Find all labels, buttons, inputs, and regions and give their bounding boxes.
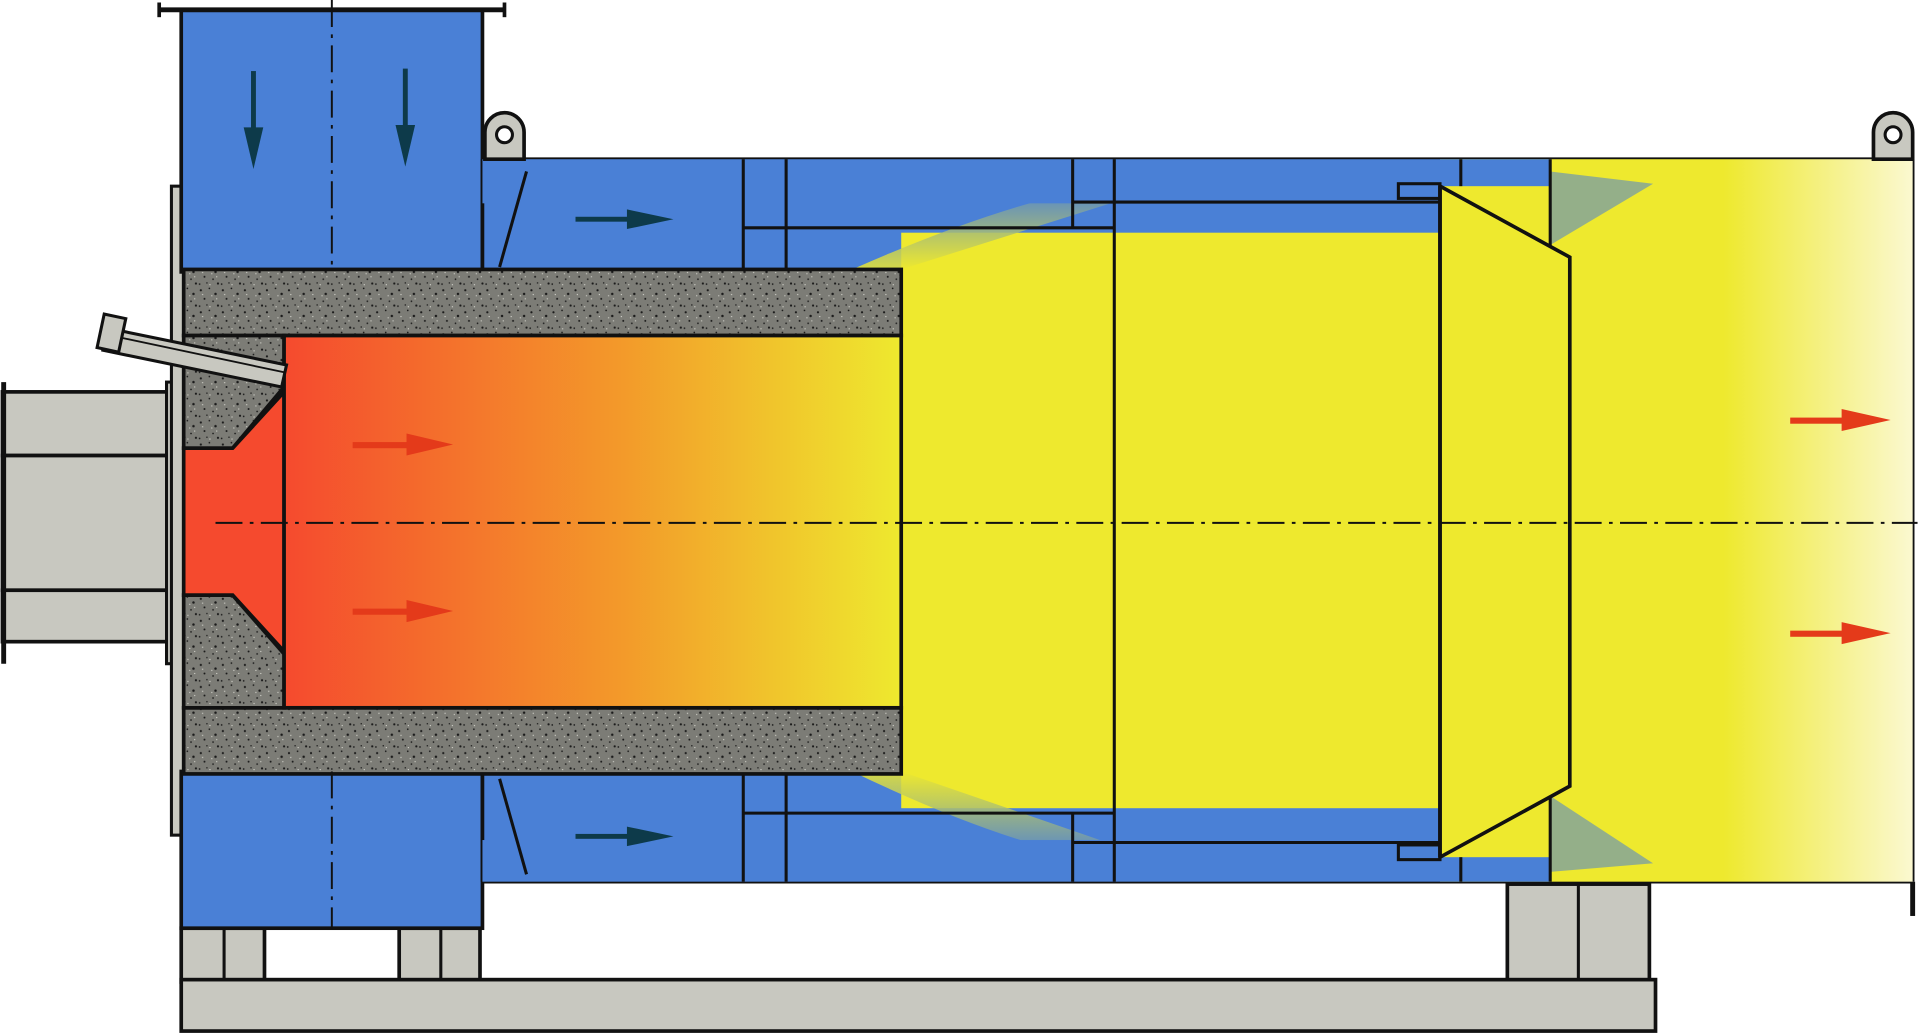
burner-pipe: [0, 380, 188, 666]
arrow-air-right-2: [575, 826, 674, 847]
jacket-details: [498, 159, 1552, 882]
arrow-air-down-2: [395, 68, 416, 167]
arrow-flame-1: [352, 433, 454, 456]
flame-arrows: [352, 433, 454, 623]
arrow-air-down-1: [243, 71, 264, 170]
igniter-tube: [95, 312, 289, 389]
refractory-lining: [181, 267, 904, 776]
arrow-gas-1: [1790, 409, 1891, 432]
centerlines: [215, 0, 1918, 929]
arrow-flame-2: [352, 600, 454, 623]
air-inlet-arrows: [243, 68, 416, 170]
air-jacket-arrows: [575, 209, 674, 847]
lifting-eye-right: [1871, 110, 1915, 162]
outlet-cone: [1438, 183, 1572, 861]
base-frame: [179, 882, 1658, 1033]
arrow-gas-2: [1790, 622, 1891, 645]
arrow-air-right-1: [575, 209, 674, 230]
hot-gas-arrows: [1790, 409, 1891, 645]
flame-zone: [181, 333, 904, 710]
lifting-eye-left: [483, 110, 526, 162]
